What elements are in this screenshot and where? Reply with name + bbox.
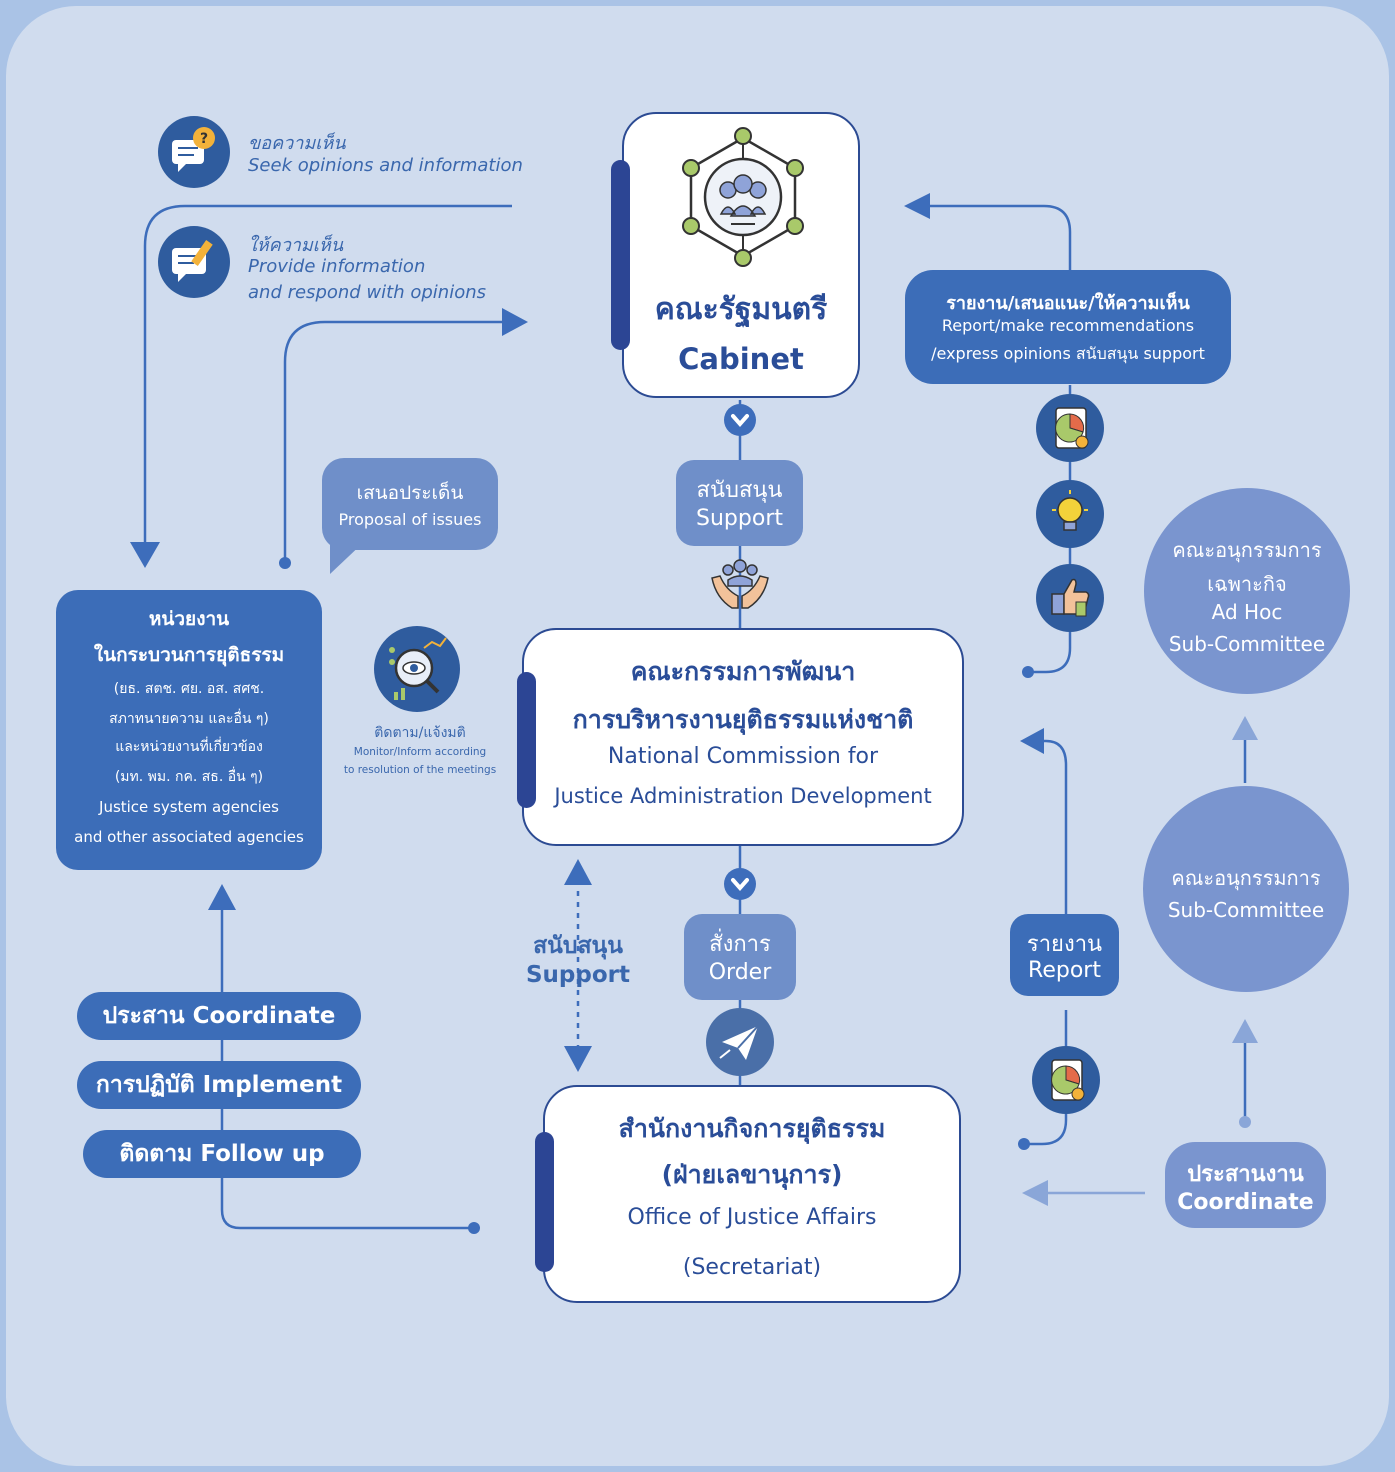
implement-pill: การปฏิบัติ Implement: [77, 1061, 361, 1109]
svg-text:?: ?: [200, 131, 208, 147]
coordinate-pill: ประสาน Coordinate: [77, 992, 361, 1040]
adhoc-th-1: คณะอนุกรรมการ: [1172, 538, 1322, 562]
proposal-bubble-tail: [330, 540, 366, 574]
monitor-en-1: Monitor/Inform according: [353, 746, 487, 758]
office-title-th-2: (ฝ่ายเลขานุการ): [661, 1160, 843, 1189]
follow-up-pill: ติดตาม Follow up: [83, 1130, 361, 1178]
commission-title-th-1: คณะกรรมการพัฒนา: [630, 657, 856, 686]
agencies-line-6: and other associated agencies: [74, 828, 304, 846]
cabinet-accent-bar: [611, 160, 630, 350]
agencies-box: หน่วยงาน ในกระบวนการยุติธรรม (ยธ. สตช. ศ…: [56, 590, 322, 870]
agencies-line-3: และหน่วยงานที่เกี่ยวข้อง: [115, 739, 263, 755]
agencies-line-4: (มท. พม. กค. สธ. อื่น ๆ): [114, 769, 264, 785]
order-th: สั่งการ: [709, 932, 771, 957]
report-chart-icon: [1036, 394, 1104, 462]
provide-th: ให้ความเห็น: [248, 235, 344, 256]
office-box: สำนักงานกิจการยุติธรรม (ฝ่ายเลขานุการ) O…: [543, 1085, 961, 1303]
monitor-magnifier-icon: [374, 626, 460, 712]
report-small-th: รายงาน: [1026, 932, 1103, 957]
commission-title-th-2: การบริหารงานยุติธรรมแห่งชาติ: [572, 705, 914, 734]
adhoc-en-1: Ad Hoc: [1211, 600, 1283, 624]
coordinate-box: ประสานงาน Coordinate: [1165, 1142, 1326, 1228]
commission-title-en-1: National Commission for: [607, 744, 879, 769]
proposal-bubble: เสนอประเด็น Proposal of issues: [322, 458, 498, 550]
agencies-title-1: หน่วยงาน: [148, 608, 230, 630]
edit-chat-icon: [158, 226, 230, 298]
cabinet-title-en: Cabinet: [678, 342, 804, 376]
support-top-label: สนับสนุน Support: [676, 460, 803, 546]
lightbulb-icon: [1036, 480, 1104, 548]
report-box-en-2: /express opinions สนับสนุน support: [931, 344, 1205, 363]
question-chat-icon: ?: [158, 116, 230, 188]
report-chart-icon-2: [1032, 1046, 1100, 1114]
paper-plane-icon: [706, 1008, 774, 1076]
coordinate-box-th: ประสานงาน: [1187, 1162, 1304, 1187]
commission-title-en-2: Justice Administration Development: [554, 784, 932, 808]
report-small-en: Report: [1028, 958, 1101, 983]
support-left-th: สนับสนุน: [533, 933, 623, 959]
commission-box: คณะกรรมการพัฒนา การบริหารงานยุติธรรมแห่ง…: [522, 628, 964, 846]
order-label: สั่งการ Order: [684, 914, 796, 1000]
network-people-icon: [682, 127, 804, 267]
order-en: Order: [708, 960, 772, 985]
chevron-down-icon-2: [724, 868, 756, 900]
office-accent-bar: [535, 1132, 554, 1272]
thumbs-up-icon: [1036, 564, 1104, 632]
proposal-th: เสนอประเด็น: [356, 482, 464, 504]
seek-en: Seek opinions and information: [248, 155, 523, 176]
commission-accent-bar: [517, 672, 536, 808]
monitor-th: ติดตาม/แจ้งมติ: [374, 725, 466, 741]
office-title-en-2: (Secretariat): [682, 1255, 822, 1280]
cabinet-box: คณะรัฐมนตรี Cabinet: [622, 112, 860, 398]
provide-en-2: and respond with opinions: [248, 282, 486, 303]
provide-en-1: Provide information: [248, 256, 426, 277]
agencies-line-2: สภาทนายความ และอื่น ๆ): [109, 711, 269, 727]
report-box-en-1: Report/make recommendations: [941, 316, 1195, 335]
office-title-th-1: สำนักงานกิจการยุติธรรม: [618, 1114, 886, 1143]
support-left-en: Support: [525, 962, 630, 988]
hands-support-icon: [711, 559, 769, 609]
seek-th: ขอความเห็น: [248, 133, 346, 154]
adhoc-en-2: Sub-Committee: [1168, 632, 1326, 656]
support-top-th: สนับสนุน: [696, 478, 783, 503]
adhoc-subcommittee-circle: คณะอนุกรรมการ เฉพาะกิจ Ad Hoc Sub-Commit…: [1144, 488, 1350, 694]
subcommittee-circle: คณะอนุกรรมการ Sub-Committee: [1143, 786, 1349, 992]
chevron-down-icon: [724, 404, 756, 436]
report-small-box: รายงาน Report: [1010, 914, 1119, 996]
subcommittee-th: คณะอนุกรรมการ: [1171, 866, 1321, 890]
report-box-th: รายงาน/เสนอแนะ/ให้ความเห็น: [946, 293, 1190, 314]
agencies-line-1: (ยธ. สตช. ศย. อส. สศช.: [113, 681, 265, 697]
proposal-en: Proposal of issues: [338, 510, 482, 529]
cabinet-title-th: คณะรัฐมนตรี: [654, 292, 828, 327]
support-top-en: Support: [696, 506, 783, 531]
monitor-en-2: to resolution of the meetings: [343, 764, 497, 776]
office-title-en-1: Office of Justice Affairs: [627, 1205, 877, 1230]
report-recommend-box: รายงาน/เสนอแนะ/ให้ความเห็น Report/make r…: [905, 270, 1231, 384]
agencies-title-2: ในกระบวนการยุติธรรม: [93, 644, 285, 666]
adhoc-th-2: เฉพาะกิจ: [1207, 572, 1287, 596]
agencies-line-5: Justice system agencies: [99, 798, 279, 816]
subcommittee-en: Sub-Committee: [1167, 898, 1325, 922]
coordinate-box-en: Coordinate: [1177, 1190, 1314, 1215]
